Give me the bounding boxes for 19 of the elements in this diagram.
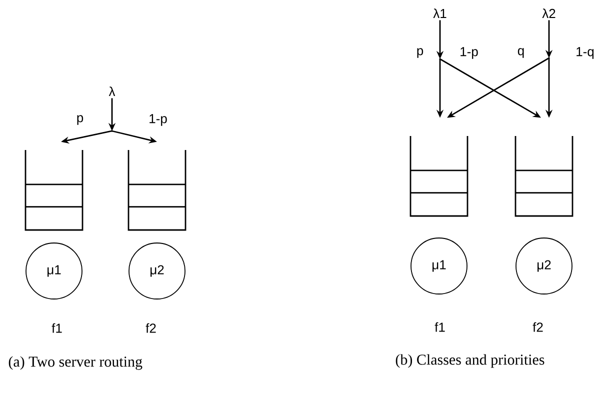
- server-label: f1: [434, 322, 445, 332]
- queue-drawing: [410, 136, 468, 217]
- edge-label: 1-p: [150, 114, 167, 126]
- queue-drawing: [514, 136, 574, 217]
- edge-label: 1-p: [460, 47, 478, 59]
- source-label: λ: [108, 86, 116, 96]
- server-label: f1: [52, 323, 62, 333]
- edge-label: q: [518, 48, 524, 58]
- edge-label: 1-q: [576, 47, 594, 59]
- source-label: λ1: [433, 8, 446, 18]
- caption: (b) Classes and priorities: [396, 354, 544, 368]
- edge-label: p: [77, 115, 84, 125]
- caption: (a) Two server routing: [8, 356, 142, 370]
- server-label: f2: [146, 323, 156, 333]
- queue-drawing: [24, 150, 84, 231]
- server-label: f2: [532, 322, 543, 332]
- source-label: λ2: [542, 8, 556, 18]
- edge-label: p: [417, 48, 424, 58]
- queue-drawing: [128, 150, 186, 231]
